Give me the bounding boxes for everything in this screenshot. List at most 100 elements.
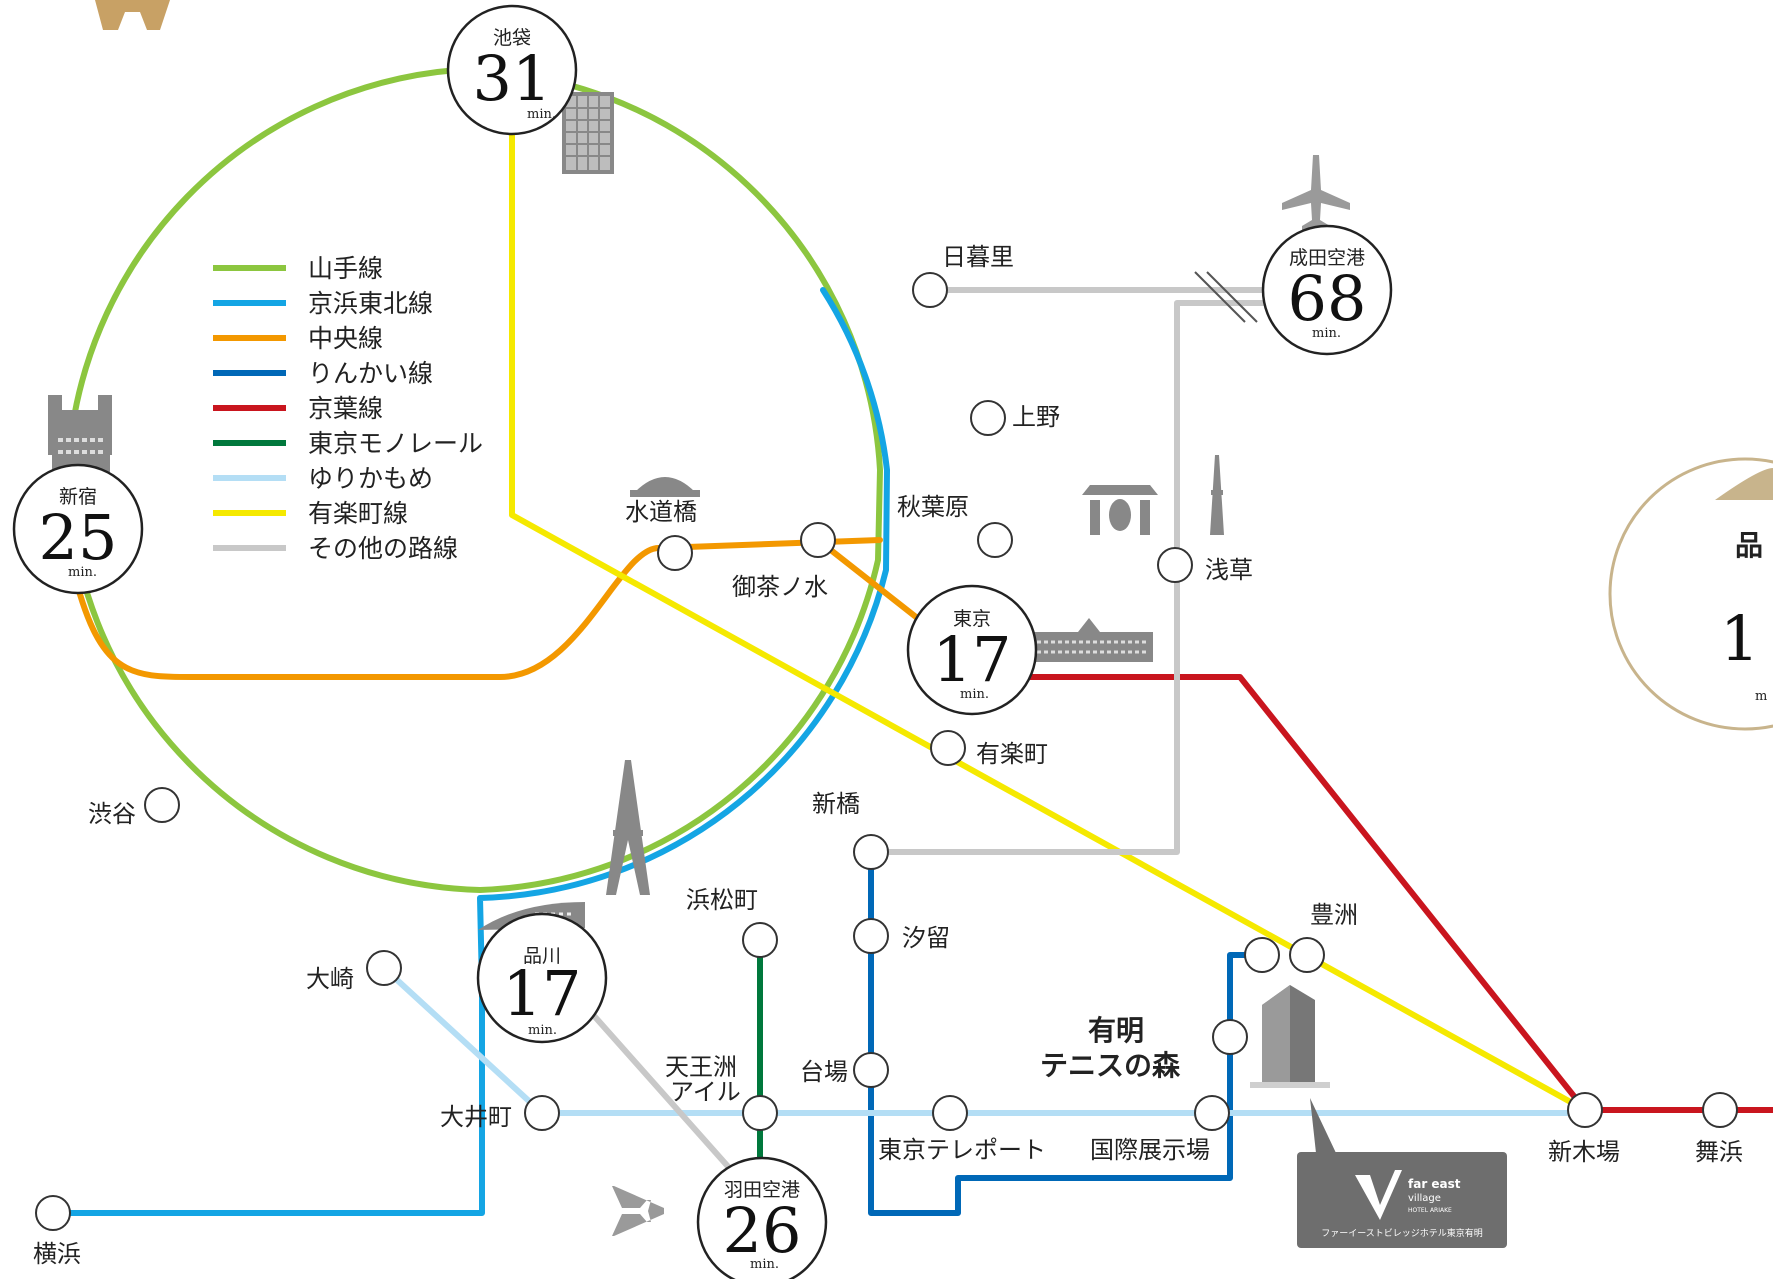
svg-text:浅草: 浅草 (1205, 556, 1253, 584)
svg-text:国際展示場: 国際展示場 (1090, 1136, 1210, 1164)
airplane-icon-narita (1282, 155, 1350, 230)
shinjuku-buildings-icon (48, 395, 112, 472)
hotel-logo-line3: HOTEL ARIAKE (1408, 1207, 1452, 1214)
svg-text:min.: min. (750, 1257, 779, 1272)
svg-text:御茶ノ水: 御茶ノ水 (732, 573, 828, 601)
svg-text:min.: min. (1312, 326, 1341, 341)
hub-shinagawa: 品川 17 min. (476, 912, 608, 1044)
station-oimachi: 大井町 (440, 1095, 560, 1131)
keihin-tohoku-line (47, 287, 890, 1216)
line-break-mark (1194, 271, 1258, 323)
svg-text:天王洲: 天王洲 (665, 1053, 737, 1081)
legend-label-chuo: 中央線 (308, 324, 383, 353)
legend-label-yamanote: 山手線 (308, 254, 383, 283)
svg-text:68: 68 (1288, 262, 1367, 335)
svg-text:新木場: 新木場 (1548, 1138, 1620, 1166)
svg-text:東京: 東京 (953, 608, 991, 630)
badge-cropped-minutes: 1 (1720, 602, 1759, 675)
shinagawa-shinkansen-badge-cropped: 品 1 m (1608, 457, 1773, 731)
station-kokusai-tenjijo: 国際展示場 (1090, 1095, 1230, 1164)
hotel-badge: far east village HOTEL ARIAKE ファーイーストビレッ… (1297, 1098, 1507, 1248)
svg-text:舞浜: 舞浜 (1695, 1138, 1743, 1166)
chuo-line (69, 537, 883, 681)
station-shinkiba: 新木場 (1548, 1092, 1620, 1166)
svg-text:日暮里: 日暮里 (942, 243, 1014, 271)
svg-text:17: 17 (933, 623, 1012, 696)
chuo-line-ochanomizu-tokyo (815, 537, 933, 631)
svg-text:横浜: 横浜 (33, 1240, 81, 1268)
station-ochanomizu: 御茶ノ水 (732, 522, 836, 601)
tokyo-tower-icon (606, 760, 650, 895)
station-daiba: 台場 (800, 1052, 889, 1088)
badge-cropped-name: 品 (1735, 529, 1763, 562)
svg-text:豊洲: 豊洲 (1310, 901, 1358, 929)
legend-label-keihin_tohoku: 京浜東北線 (308, 289, 433, 318)
station-osaki: 大崎 (306, 950, 402, 993)
station-hamamatsucho: 浜松町 (686, 886, 778, 958)
dome-icon (630, 477, 700, 497)
hub-tokyo: 東京 17 min. (906, 584, 1038, 716)
station-yurakucho: 有楽町 (930, 730, 1048, 768)
svg-text:31: 31 (473, 42, 552, 115)
station-shiodome: 汐留 (853, 918, 950, 954)
svg-text:17: 17 (503, 957, 582, 1030)
building-icon (562, 92, 614, 174)
svg-text:大井町: 大井町 (440, 1103, 512, 1131)
station-akihabara: 秋葉原 (897, 493, 1013, 558)
station-maihama: 舞浜 (1695, 1092, 1743, 1166)
svg-text:26: 26 (723, 1194, 802, 1267)
svg-text:品川: 品川 (523, 945, 561, 967)
station-suidobashi: 水道橋 (625, 498, 697, 571)
legend: 山手線京浜東北線中央線りんかい線京葉線東京モノレールゆりかもめ有楽町線その他の路… (213, 254, 483, 563)
station-asakusa: 浅草 (1157, 547, 1253, 584)
svg-text:汐留: 汐留 (902, 924, 950, 952)
svg-text:25: 25 (39, 501, 118, 574)
other-line-haneda (577, 997, 743, 1183)
svg-text:新宿: 新宿 (59, 486, 97, 508)
station-shibuya: 渋谷 (88, 787, 180, 828)
badge-cropped-unit: m (1755, 689, 1767, 704)
destination-line1: 有明 (1088, 1014, 1144, 1047)
kaminarimon-gate-icon (1082, 485, 1158, 535)
keiyo-line (1027, 674, 1773, 1113)
hub-ikebukuro: 池袋 31 min. (446, 4, 578, 136)
svg-text:min.: min. (527, 107, 556, 122)
legend-label-other: その他の路線 (308, 534, 458, 563)
tokyo-station-icon (1025, 618, 1153, 662)
svg-text:min.: min. (960, 687, 989, 702)
hub-narita: 成田空港 68 min. (1261, 224, 1393, 356)
svg-text:羽田空港: 羽田空港 (724, 1179, 800, 1201)
skytree-icon (1210, 455, 1224, 535)
station-nippori: 日暮里 (912, 243, 1014, 308)
svg-text:min.: min. (528, 1023, 557, 1038)
legend-label-keiyo: 京葉線 (308, 394, 383, 423)
hotel-logo-line1: far east (1408, 1177, 1461, 1191)
svg-text:min.: min. (68, 565, 97, 580)
cropped-icon-top-left (95, 0, 170, 30)
svg-text:アイル: アイル (670, 1078, 741, 1106)
svg-text:浜松町: 浜松町 (686, 886, 758, 914)
station-shimbashi: 新橋 (812, 790, 889, 870)
svg-text:成田空港: 成田空港 (1289, 247, 1365, 269)
hotel-name: ファーイーストビレッジホテル東京有明 (1321, 1227, 1483, 1239)
airplane-icon-haneda (612, 1186, 664, 1236)
yurakucho-line (509, 127, 1588, 1113)
svg-text:池袋: 池袋 (493, 27, 531, 49)
hub-haneda: 羽田空港 26 min. (696, 1156, 828, 1279)
svg-text:台場: 台場 (800, 1058, 848, 1086)
legend-label-rinkai: りんかい線 (308, 359, 433, 388)
station-ueno: 上野 (970, 400, 1060, 436)
station-tennozu-isle: 天王洲 アイル (665, 1053, 778, 1131)
yamanote-line (65, 66, 883, 893)
legend-label-yurikamome: ゆりかもめ (308, 464, 433, 493)
hub-shinjuku: 新宿 25 min. (12, 463, 144, 595)
legend-label-yurakucho: 有楽町線 (308, 499, 408, 528)
hotel-building-icon (1250, 985, 1330, 1088)
svg-text:有楽町: 有楽町 (976, 740, 1048, 768)
legend-label-monorail: 東京モノレール (308, 429, 483, 458)
destination-line2: テニスの森 (1040, 1049, 1181, 1082)
station-ariake-tennis-no-mori: 有明 テニスの森 (1040, 1014, 1248, 1082)
station-toyosu: 豊洲 (1244, 901, 1358, 973)
station-tokyo-teleport: 東京テレポート (878, 1095, 1046, 1164)
svg-text:渋谷: 渋谷 (88, 800, 136, 828)
